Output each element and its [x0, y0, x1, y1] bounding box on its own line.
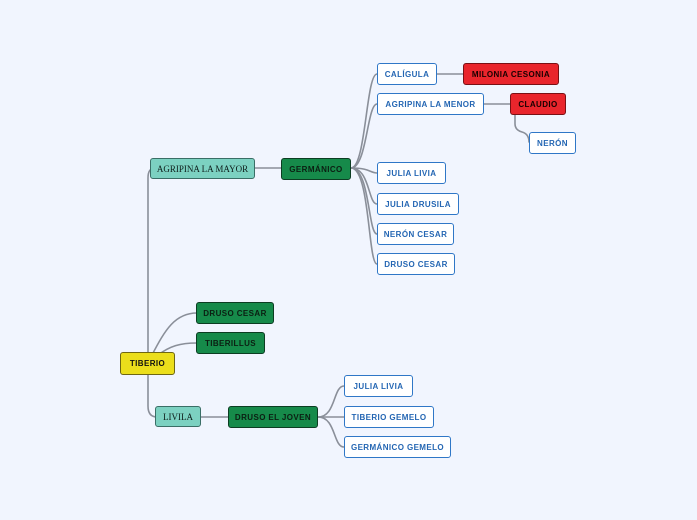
- link-druso-joven-julia-livia: [317, 385, 345, 418]
- node-label: DRUSO CESAR: [203, 308, 267, 318]
- node-julia-livia-druso[interactable]: JULIA LIVIA: [344, 375, 413, 397]
- node-label: JULIA LIVIA: [353, 381, 404, 391]
- node-label: LIVILA: [163, 411, 193, 422]
- node-milonia-cesonia[interactable]: MILONIA CESONIA: [463, 63, 559, 85]
- node-label: JULIA LIVIA: [386, 168, 437, 178]
- node-label: CLAUDIO: [518, 99, 558, 109]
- link-druso-joven-germanico-gemelo: [317, 416, 345, 448]
- node-label: AGRIPINA LA MAYOR: [156, 163, 249, 174]
- node-label: JULIA DRUSILA: [385, 199, 451, 209]
- node-claudio[interactable]: CLAUDIO: [510, 93, 566, 115]
- node-agripina-la-menor[interactable]: AGRIPINA LA MENOR: [377, 93, 484, 115]
- node-tiberio[interactable]: TIBERIO: [120, 352, 175, 375]
- link-claudio-neron: [514, 113, 530, 143]
- node-label: DRUSO CESAR: [384, 259, 448, 269]
- node-label: DRUSO EL JOVEN: [234, 412, 312, 422]
- node-label: GERMÁNICO GEMELO: [350, 442, 445, 452]
- node-label: CALÍGULA: [384, 69, 430, 79]
- node-tiberillus[interactable]: TIBERILLUS: [196, 332, 265, 354]
- node-label: NERÓN CESAR: [383, 229, 448, 239]
- node-neron-cesar[interactable]: NERÓN CESAR: [377, 223, 454, 245]
- node-julia-drusila[interactable]: JULIA DRUSILA: [377, 193, 459, 215]
- node-agripina-la-mayor[interactable]: AGRIPINA LA MAYOR: [150, 158, 255, 179]
- node-germanico[interactable]: GERMÁNICO: [281, 158, 351, 180]
- node-label: GERMÁNICO: [289, 164, 343, 174]
- link-root-agripina-mayor: [147, 167, 156, 353]
- link-germanico-caligula: [350, 73, 378, 169]
- node-label: TIBERIO GEMELO: [351, 412, 427, 422]
- node-julia-livia-germanico[interactable]: JULIA LIVIA: [377, 162, 446, 184]
- node-label: TIBERIO: [129, 359, 166, 368]
- node-livila[interactable]: LIVILA: [155, 406, 201, 427]
- node-druso-el-joven[interactable]: DRUSO EL JOVEN: [228, 406, 318, 428]
- node-label: TIBERILLUS: [204, 338, 257, 348]
- node-label: NERÓN: [537, 138, 568, 148]
- link-germanico-agripina-menor: [350, 103, 378, 169]
- link-germanico-druso-cesar: [350, 167, 378, 265]
- node-druso-cesar-son[interactable]: DRUSO CESAR: [196, 302, 274, 324]
- node-germanico-gemelo[interactable]: GERMÁNICO GEMELO: [344, 436, 451, 458]
- link-root-druso-cesar: [151, 312, 198, 356]
- node-label: AGRIPINA LA MENOR: [385, 99, 476, 109]
- node-caligula[interactable]: CALÍGULA: [377, 63, 437, 85]
- node-label: MILONIA CESONIA: [471, 69, 551, 79]
- node-tiberio-gemelo[interactable]: TIBERIO GEMELO: [344, 406, 434, 428]
- node-neron[interactable]: NERÓN: [529, 132, 576, 154]
- node-druso-cesar-germanico[interactable]: DRUSO CESAR: [377, 253, 455, 275]
